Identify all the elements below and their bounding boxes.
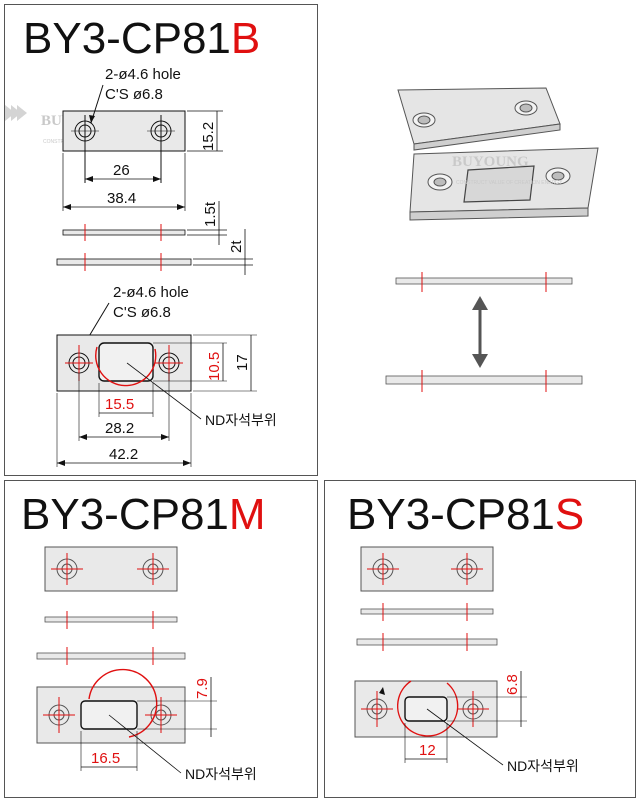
dim-magnet-width: 16.5 <box>91 750 120 767</box>
nd-magnet <box>404 696 448 722</box>
side-view-thin <box>62 224 186 241</box>
panel-title: BY3-CP81S <box>347 490 584 539</box>
dim-thickness-total: 2t <box>228 240 245 253</box>
watermark-tagline: CONSTRUCT VALUE OF CREATION ENERGY <box>456 180 563 186</box>
dim-height-bottom: 17 <box>234 354 251 371</box>
magnet-red-arc <box>95 346 157 387</box>
magnet-red-arc <box>88 668 158 738</box>
dim-magnet-width: 12 <box>419 742 436 759</box>
drawing-cp81b: BY3-CP81B BUYOUNG CONSTRUCT VALUE OF CRE… <box>5 14 277 467</box>
side-view-thick <box>356 633 498 651</box>
dim-length-bottom: 42.2 <box>109 446 138 463</box>
dim-magnet-width: 15.5 <box>105 396 134 413</box>
side-view-thin <box>44 611 178 629</box>
leader-line <box>126 362 202 420</box>
hole-callout: 2-ø4.6 hole <box>113 284 189 301</box>
leader-line <box>108 714 182 774</box>
dim-height-top: 15.2 <box>200 122 217 151</box>
dim-hole-spacing-bottom: 28.2 <box>105 420 134 437</box>
hole-callout: 2-ø4.6 hole <box>105 66 181 83</box>
iso-magnet <box>463 165 535 203</box>
watermark-brand: BUYOUNG <box>452 154 529 170</box>
side-view-thick <box>56 253 192 271</box>
nd-magnet <box>98 342 154 382</box>
magnet-plate-view <box>56 334 192 392</box>
countersink-callout: C'S ø6.8 <box>105 86 163 103</box>
iso-plate-top <box>397 87 561 151</box>
double-arrow-icon <box>472 296 488 368</box>
drawing-cp81m: BY3-CP81M 7.9 <box>21 490 266 782</box>
dim-thickness-top: 1.5t <box>202 201 219 227</box>
top-plate-view <box>360 546 494 592</box>
magnet-label: ND자석부위 <box>205 412 277 428</box>
magnet-label: ND자석부위 <box>507 758 579 774</box>
panel-cp81m: BY3-CP81M 7.9 <box>4 480 318 798</box>
top-plate-view <box>62 110 186 183</box>
dim-hole-spacing-top: 26 <box>113 162 130 179</box>
countersink-callout: C'S ø6.8 <box>113 304 171 321</box>
dim-magnet-height: 6.8 <box>504 674 521 695</box>
magnet-red-arc <box>397 680 459 737</box>
panel-cp81s: BY3-CP81S 6.8 <box>324 480 636 798</box>
magnet-plate-view <box>36 668 186 744</box>
side-view-thick <box>36 647 186 665</box>
panel-title: BY3-CP81B <box>23 14 260 63</box>
dim-magnet-height: 10.5 <box>206 352 223 381</box>
watermark-chevron-icon <box>5 105 27 121</box>
side-view-lower <box>385 370 583 392</box>
magnet-plate-view <box>354 680 498 738</box>
magnet-label: ND자석부위 <box>185 766 257 782</box>
panel-cp81b: BY3-CP81B BUYOUNG CONSTRUCT VALUE OF CRE… <box>4 4 318 476</box>
iso-plate-magnet <box>409 147 599 221</box>
drawing-cp81s: BY3-CP81S 6.8 <box>347 490 584 774</box>
side-view-thin <box>360 603 494 621</box>
panel-title: BY3-CP81M <box>21 490 266 539</box>
assembly-illustration: BUYOUNG CONSTRUCT VALUE OF CREATION ENER… <box>385 87 599 392</box>
arrowhead-icon <box>89 115 95 123</box>
dim-magnet-height: 7.9 <box>194 678 211 699</box>
arrowhead-icon <box>379 687 385 695</box>
top-plate-view <box>44 546 178 592</box>
leader-line <box>426 708 504 766</box>
dim-length-top: 38.4 <box>107 190 136 207</box>
side-view-upper <box>395 272 573 292</box>
